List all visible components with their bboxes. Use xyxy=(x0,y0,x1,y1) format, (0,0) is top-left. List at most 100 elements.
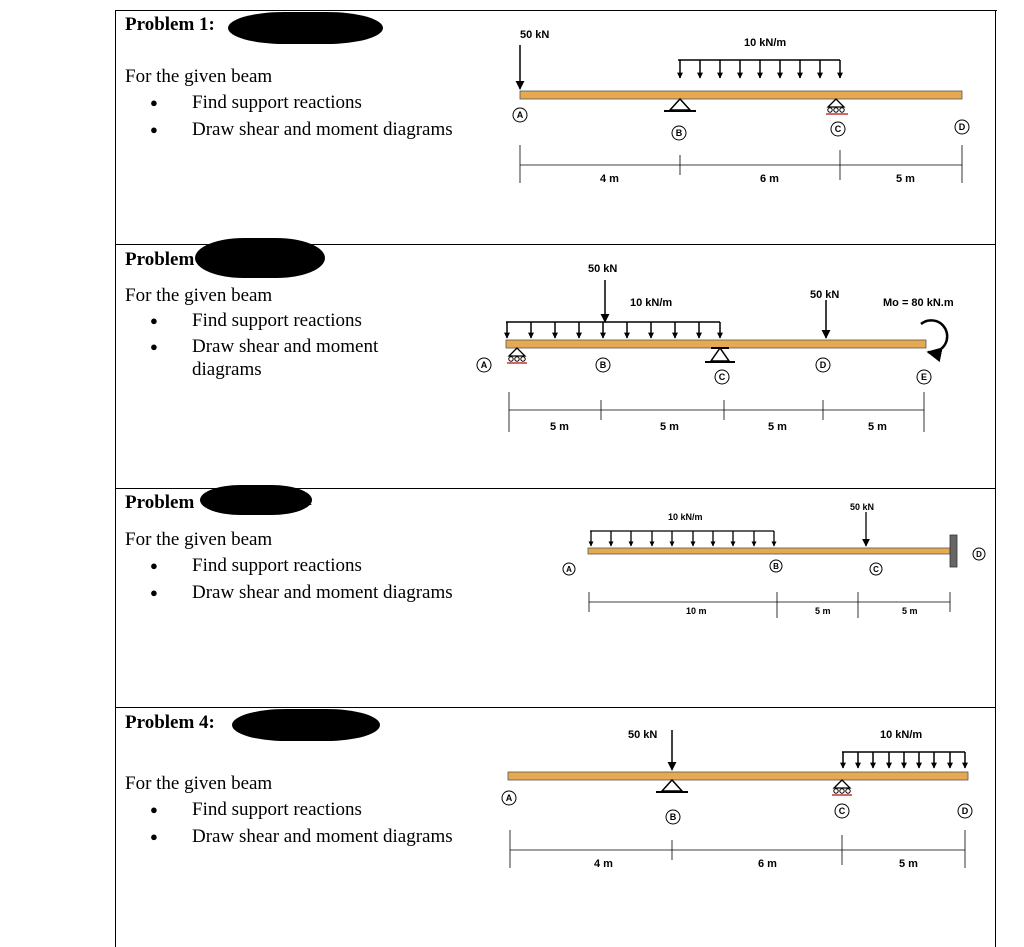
span-label: 5 m xyxy=(815,606,831,616)
task-item: Find support reactions xyxy=(150,552,453,579)
problem-3-intro: For the given beam xyxy=(125,529,273,550)
svg-text:B: B xyxy=(600,360,607,370)
distributed-load-arrows xyxy=(840,752,968,769)
redaction-mark xyxy=(228,12,383,44)
distributed-load-label: 10 kN/m xyxy=(668,512,703,522)
beam xyxy=(505,339,927,349)
task-item: Find support reactions xyxy=(150,89,453,116)
point-load-label: 50 kN xyxy=(588,263,617,275)
svg-text:C: C xyxy=(835,124,842,134)
svg-text:C: C xyxy=(873,565,879,574)
point-marker-b: B xyxy=(595,357,611,373)
problem-2-diagram: 50 kN 10 kN/m 50 kN Mo = 80 kN.m xyxy=(476,263,954,433)
point-load-label: 50 kN xyxy=(810,289,839,301)
span-label: 5 m xyxy=(868,421,887,433)
span-label: 5 m xyxy=(660,421,679,433)
beam xyxy=(519,90,963,100)
pin-support xyxy=(656,778,688,793)
redaction-mark xyxy=(232,709,380,741)
problem-2-cell xyxy=(115,244,996,489)
span-label: 4 m xyxy=(600,173,619,185)
point-load-label: 50 kN xyxy=(520,29,549,41)
point-load-label: 50 kN xyxy=(628,729,657,741)
point-marker-b: B xyxy=(665,809,681,825)
svg-text:D: D xyxy=(820,360,827,370)
span-label: 5 m xyxy=(899,858,918,870)
problem-4-title: Problem 4: xyxy=(125,712,215,733)
dimension-line xyxy=(508,392,925,432)
span-label: 5 m xyxy=(550,421,569,433)
distributed-load-label: 10 kN/m xyxy=(880,729,922,741)
problem-3-task-list: Find support reactions Draw shear and mo… xyxy=(150,552,453,606)
redaction-mark xyxy=(195,238,325,278)
moment-arrow xyxy=(920,319,949,363)
span-label: 5 m xyxy=(902,606,918,616)
problem-3-diagram: 10 kN/m 50 kN A B C D 10 m xyxy=(562,502,986,618)
problem-3-cell xyxy=(115,488,996,708)
svg-text:C: C xyxy=(719,372,726,382)
task-item: Draw shear and moment diagrams xyxy=(150,116,453,143)
svg-text:A: A xyxy=(566,565,572,574)
svg-text:A: A xyxy=(517,110,524,120)
svg-text:D: D xyxy=(962,806,969,816)
point-marker-a: A xyxy=(512,107,528,123)
point-marker-a: A xyxy=(476,357,492,373)
problem-4-cell xyxy=(115,707,996,947)
svg-text:D: D xyxy=(976,550,982,559)
problem-1-diagram: 50 kN 10 kN/m A B C xyxy=(512,29,970,185)
point-marker-c: C xyxy=(834,803,850,819)
svg-text:B: B xyxy=(670,812,677,822)
task-item-continuation: diagrams xyxy=(192,359,262,380)
point-load-label: 50 kN xyxy=(850,502,874,512)
span-label: 10 m xyxy=(686,606,707,616)
task-item: Draw shear and moment xyxy=(150,334,378,360)
svg-text:E: E xyxy=(921,372,927,382)
moment-label: Mo = 80 kN.m xyxy=(883,297,954,309)
svg-text:B: B xyxy=(676,128,683,138)
task-item: Draw shear and moment diagrams xyxy=(150,579,453,606)
problem-2-title: Problem xyxy=(125,249,195,270)
pin-support xyxy=(664,97,696,112)
point-marker-d: D xyxy=(957,803,973,819)
distributed-load-label: 10 kN/m xyxy=(630,297,672,309)
point-marker-a: A xyxy=(562,562,576,576)
span-label: 5 m xyxy=(768,421,787,433)
dimension-line xyxy=(519,145,963,183)
span-label: 6 m xyxy=(758,858,777,870)
problem-4-diagram: 50 kN 10 kN/m A B C xyxy=(501,729,973,870)
svg-text:A: A xyxy=(506,793,513,803)
dimension-line xyxy=(588,592,951,618)
point-marker-e: E xyxy=(916,369,932,385)
svg-text:C: C xyxy=(839,806,846,816)
point-marker-c: C xyxy=(869,562,883,576)
span-label: 5 m xyxy=(896,173,915,185)
pin-support xyxy=(705,346,735,363)
problem-2-intro: For the given beam xyxy=(125,285,273,306)
beam xyxy=(507,771,969,781)
svg-text:D: D xyxy=(959,122,966,132)
point-marker-d: D xyxy=(815,357,831,373)
point-marker-c: C xyxy=(830,121,846,137)
span-label: 6 m xyxy=(760,173,779,185)
problem-2-task-list: Find support reactions Draw shear and mo… xyxy=(150,308,378,383)
roller-support xyxy=(832,779,852,796)
redaction-mark xyxy=(200,485,312,515)
point-marker-d: D xyxy=(972,547,986,561)
problem-1-title: Problem 1: xyxy=(125,14,215,35)
table-top-border xyxy=(115,10,997,11)
svg-text:B: B xyxy=(773,562,779,571)
distributed-load-label: 10 kN/m xyxy=(744,37,786,49)
task-item: Draw shear and moment diagrams xyxy=(150,823,453,850)
dimension-line xyxy=(509,830,966,868)
point-marker-b: B xyxy=(769,559,783,573)
point-marker-b: B xyxy=(671,125,687,141)
problem-1-task-list: Find support reactions Draw shear and mo… xyxy=(150,89,453,143)
distributed-load-arrows xyxy=(677,60,843,79)
problem-1-intro: For the given beam xyxy=(125,66,273,87)
svg-text:A: A xyxy=(481,360,488,370)
problem-4-intro: For the given beam xyxy=(125,773,273,794)
beam xyxy=(587,547,951,555)
problem-3-title-tail: t xyxy=(306,490,312,509)
problem-1-cell xyxy=(115,10,996,245)
